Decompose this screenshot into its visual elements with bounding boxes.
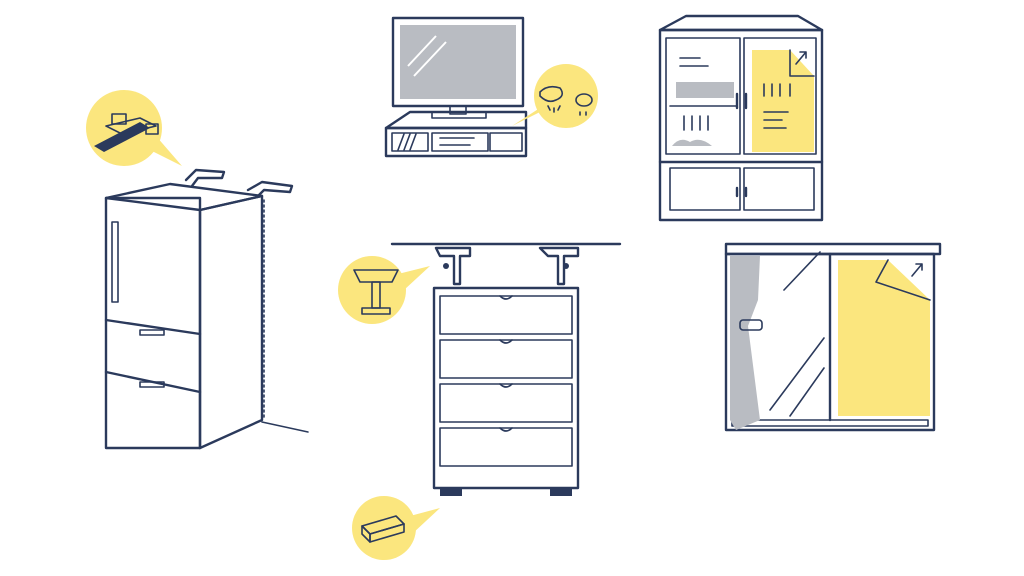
tension-rod-bracket-icon [94, 113, 159, 152]
adhesive-mat-icon [539, 85, 593, 116]
refrigerator-callout [86, 90, 182, 166]
tv-and-stand [384, 16, 528, 158]
curtain-tieback [739, 319, 763, 331]
drawers-callout [338, 256, 430, 324]
chest-of-drawers [390, 242, 622, 496]
stopper-block-icon [361, 515, 405, 543]
refrigerator [104, 168, 309, 450]
stopper-callout [352, 496, 440, 560]
tv-callout [512, 64, 598, 128]
ceiling-pole-icon [434, 246, 580, 286]
window [724, 242, 942, 432]
tv-screen [400, 25, 516, 99]
curtain-rail [724, 242, 942, 256]
fridge-handle-icon [111, 221, 119, 303]
glass-cabinet [658, 14, 824, 222]
